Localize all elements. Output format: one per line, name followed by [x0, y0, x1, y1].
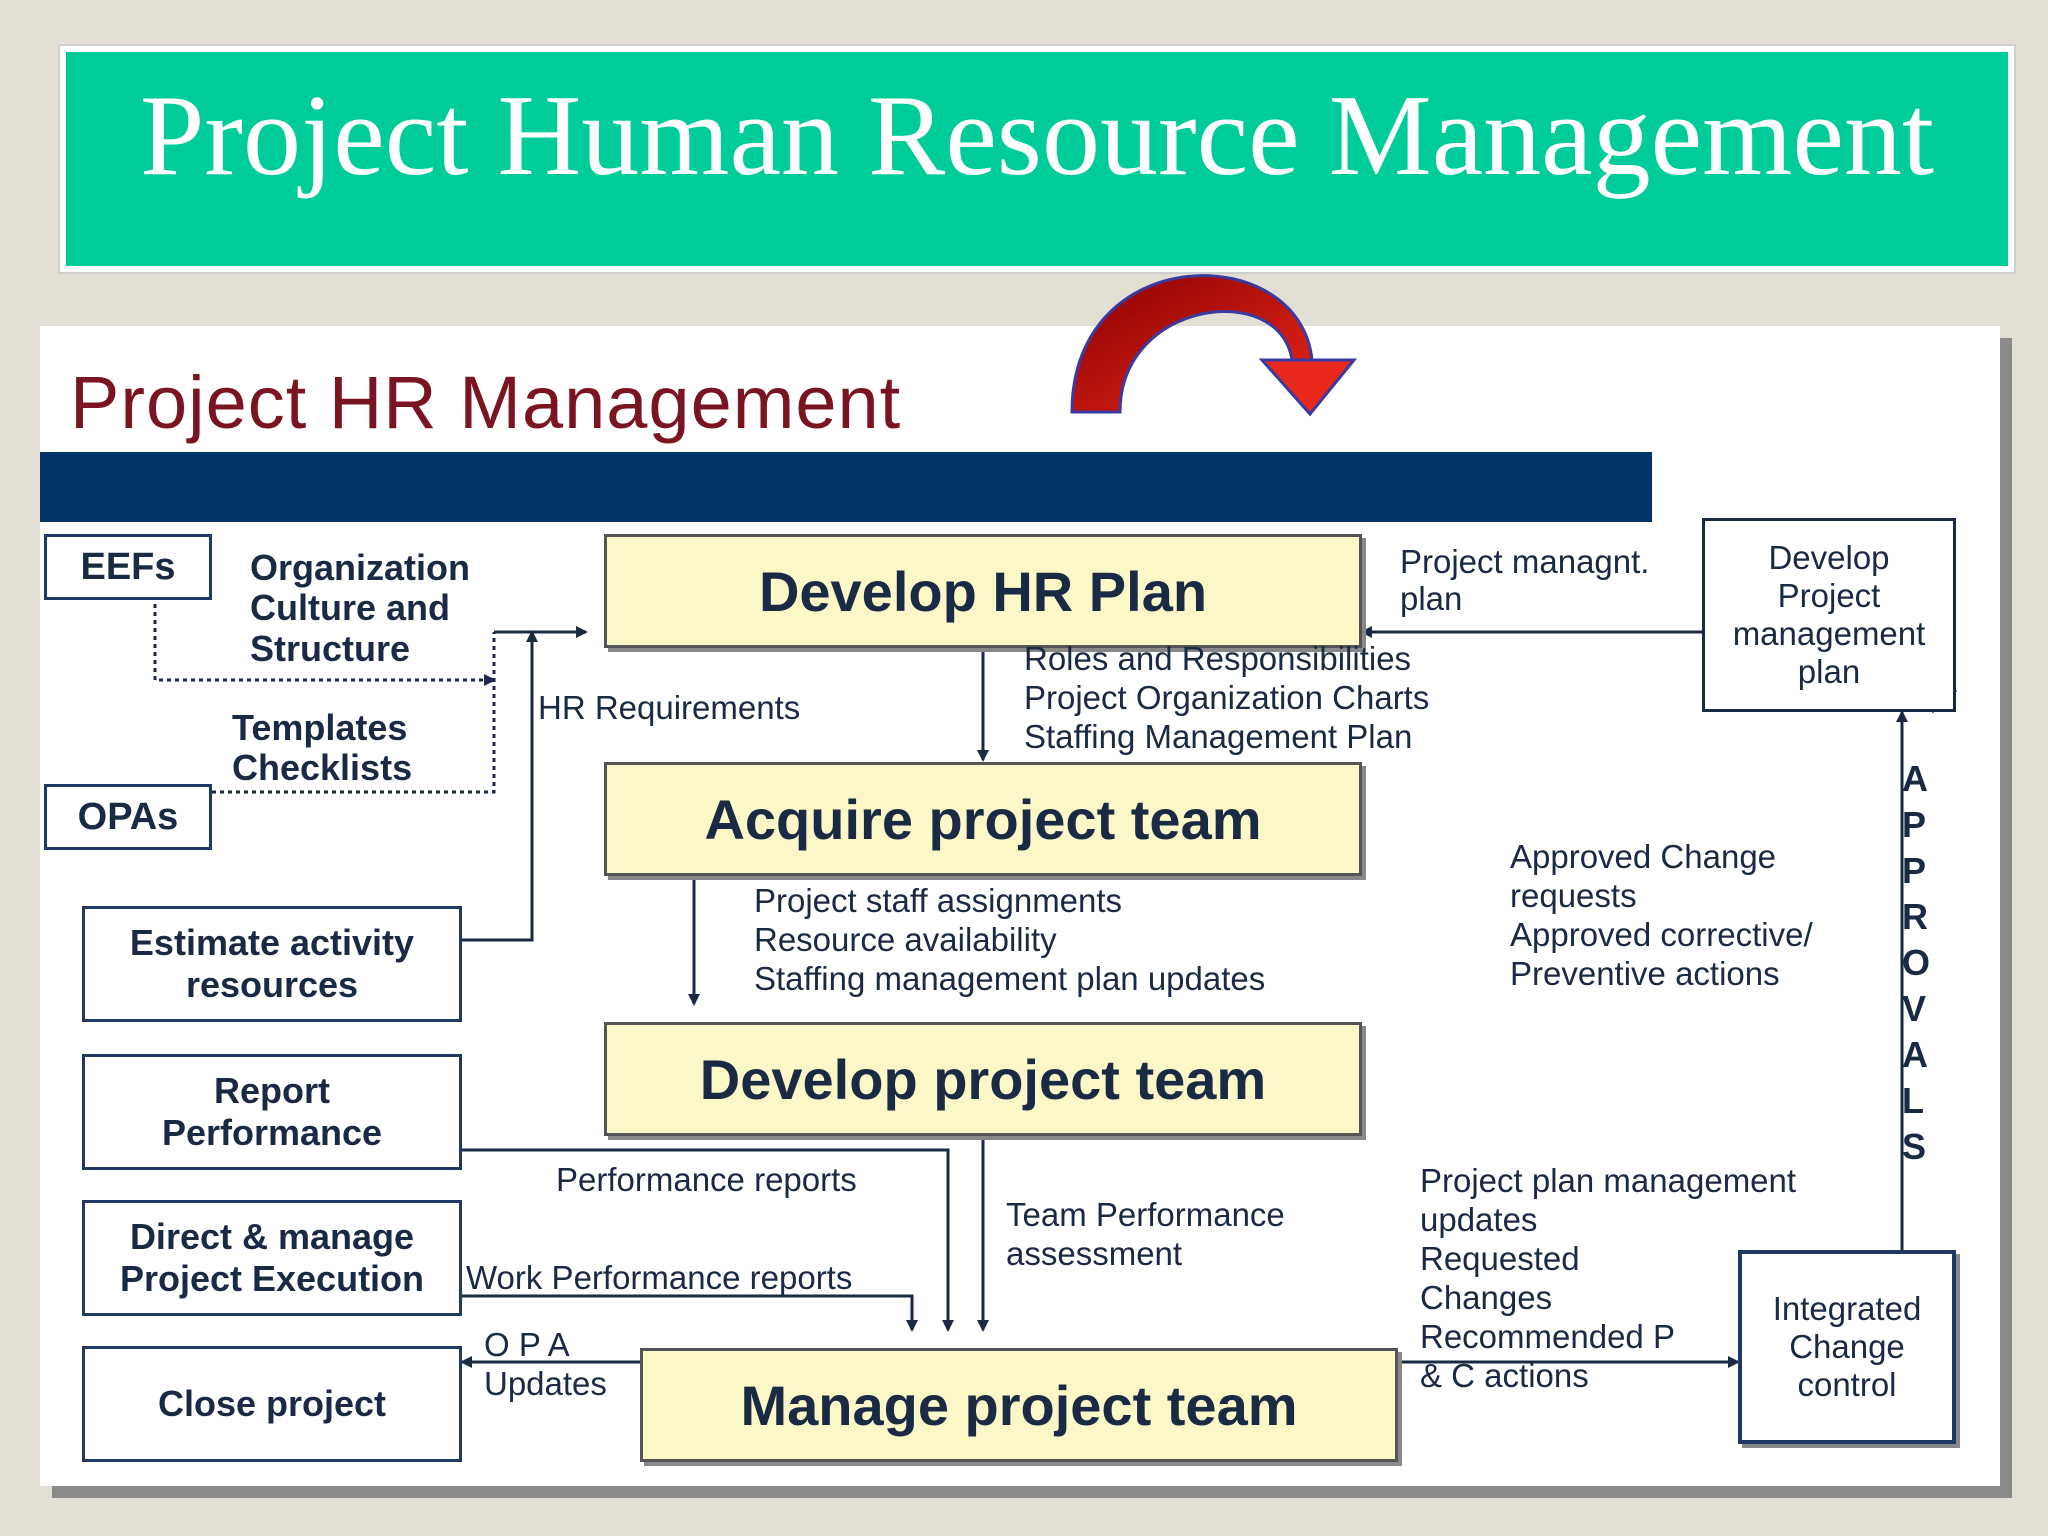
direct-manage-box: Direct & manage Project Execution — [82, 1200, 462, 1316]
curved-arrow-icon — [1070, 274, 1358, 417]
eefs-box: EEFs — [44, 534, 212, 600]
templates-label: Templates Checklists — [232, 707, 413, 789]
develop-hr-plan-box: Develop HR Plan — [604, 534, 1362, 648]
approvals-label: APPROVALS — [1902, 758, 1931, 1167]
estimate-activity-box: Estimate activity resources — [82, 906, 462, 1022]
opas-box: OPAs — [44, 784, 212, 850]
slide-title: Project Human Resource Management — [139, 72, 1935, 200]
team-performance-label: Team Performance assessment — [1006, 1196, 1285, 1272]
develop-team-box: Develop project team — [604, 1022, 1362, 1136]
integrated-change-box: Integrated Change control — [1738, 1250, 1956, 1444]
diagram-heading: Project HR Management — [70, 361, 902, 444]
report-performance-box: Report Performance — [82, 1054, 462, 1170]
develop-pm-plan-box: Develop Project management plan — [1702, 518, 1956, 712]
performance-reports-label: Performance reports — [556, 1161, 857, 1198]
org-culture-label: Organization Culture and Structure — [250, 547, 471, 669]
title-banner — [60, 46, 2014, 272]
work-performance-reports-label: Work Performance reports — [466, 1259, 853, 1296]
close-project-box: Close project — [82, 1346, 462, 1462]
heading-bar — [40, 452, 1652, 522]
manage-team-box: Manage project team — [640, 1348, 1398, 1462]
acquire-outputs-label: Project staff assignments Resource avail… — [754, 882, 1266, 997]
approved-changes-label: Approved Change requests Approved correc… — [1510, 838, 1813, 992]
hr-plan-outputs-label: Roles and Responsibilities Project Organ… — [1024, 640, 1430, 755]
project-mgmt-plan-label: Project managnt. plan — [1400, 543, 1650, 617]
opa-updates-label: O P A Updates — [484, 1326, 607, 1402]
manage-outputs-label: Project plan management updates Requeste… — [1420, 1162, 1797, 1394]
acquire-team-box: Acquire project team — [604, 762, 1362, 876]
hr-requirements-label: HR Requirements — [538, 689, 801, 726]
